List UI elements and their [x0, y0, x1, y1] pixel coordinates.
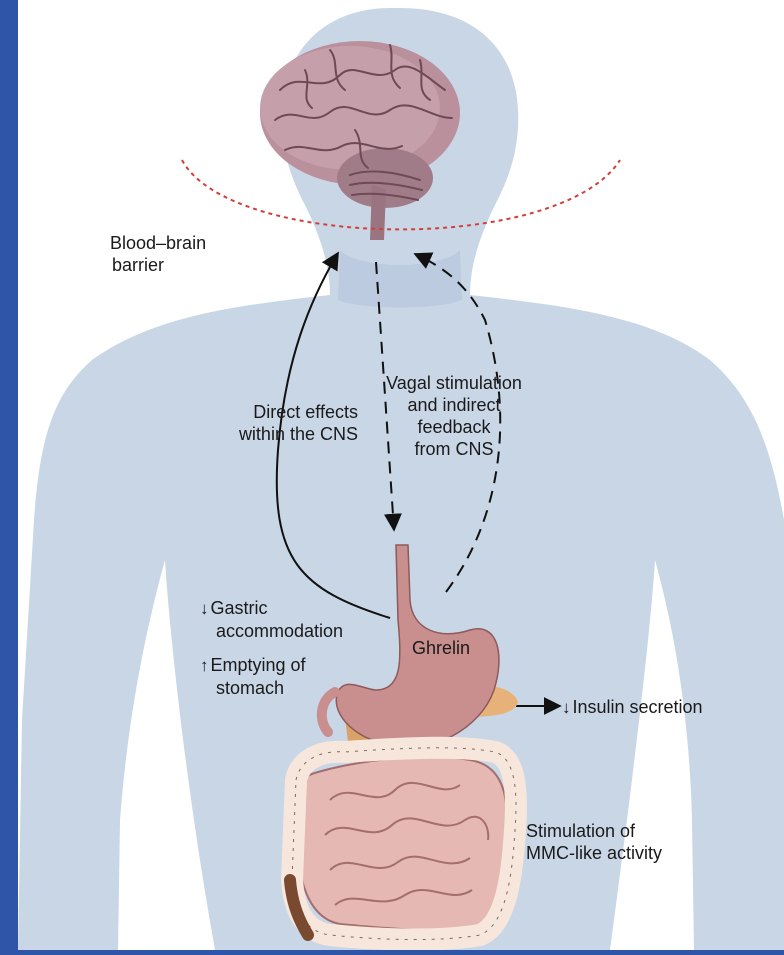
vagal-line2: and indirect	[356, 394, 552, 416]
up-arrow-icon: ↑	[200, 656, 209, 675]
down-arrow-icon: ↓	[562, 698, 571, 717]
direct-line2: within the CNS	[208, 423, 358, 445]
bbb-line1: Blood–brain	[110, 232, 206, 254]
gastric-line2: accommodation	[200, 620, 343, 642]
gastric-line1: Gastric	[211, 598, 268, 618]
bbb-line2: barrier	[110, 254, 206, 276]
emptying-line1: Emptying of	[211, 655, 306, 675]
gastric-label: ↓Gastric accommodation	[200, 597, 343, 642]
insulin-text: Insulin secretion	[573, 697, 703, 717]
emptying-label: ↑Emptying of stomach	[200, 654, 306, 699]
insulin-label: ↓Insulin secretion	[562, 696, 703, 719]
vagal-line4: from CNS	[356, 438, 552, 460]
mmc-label: Stimulation of MMC-like activity	[526, 820, 662, 864]
bbb-label: Blood–brain barrier	[110, 232, 206, 276]
emptying-line2: stomach	[200, 677, 306, 699]
direct-line1: Direct effects	[208, 401, 358, 423]
direct-effects-label: Direct effects within the CNS	[208, 401, 358, 445]
ghrelin-label: Ghrelin	[412, 637, 470, 659]
mmc-line1: Stimulation of	[526, 820, 662, 842]
intestine	[290, 748, 516, 940]
down-arrow-icon: ↓	[200, 599, 209, 618]
vagal-line1: Vagal stimulation	[356, 372, 552, 394]
mmc-line2: MMC-like activity	[526, 842, 662, 864]
vagal-label: Vagal stimulation and indirect feedback …	[356, 372, 552, 460]
vagal-line3: feedback	[356, 416, 552, 438]
